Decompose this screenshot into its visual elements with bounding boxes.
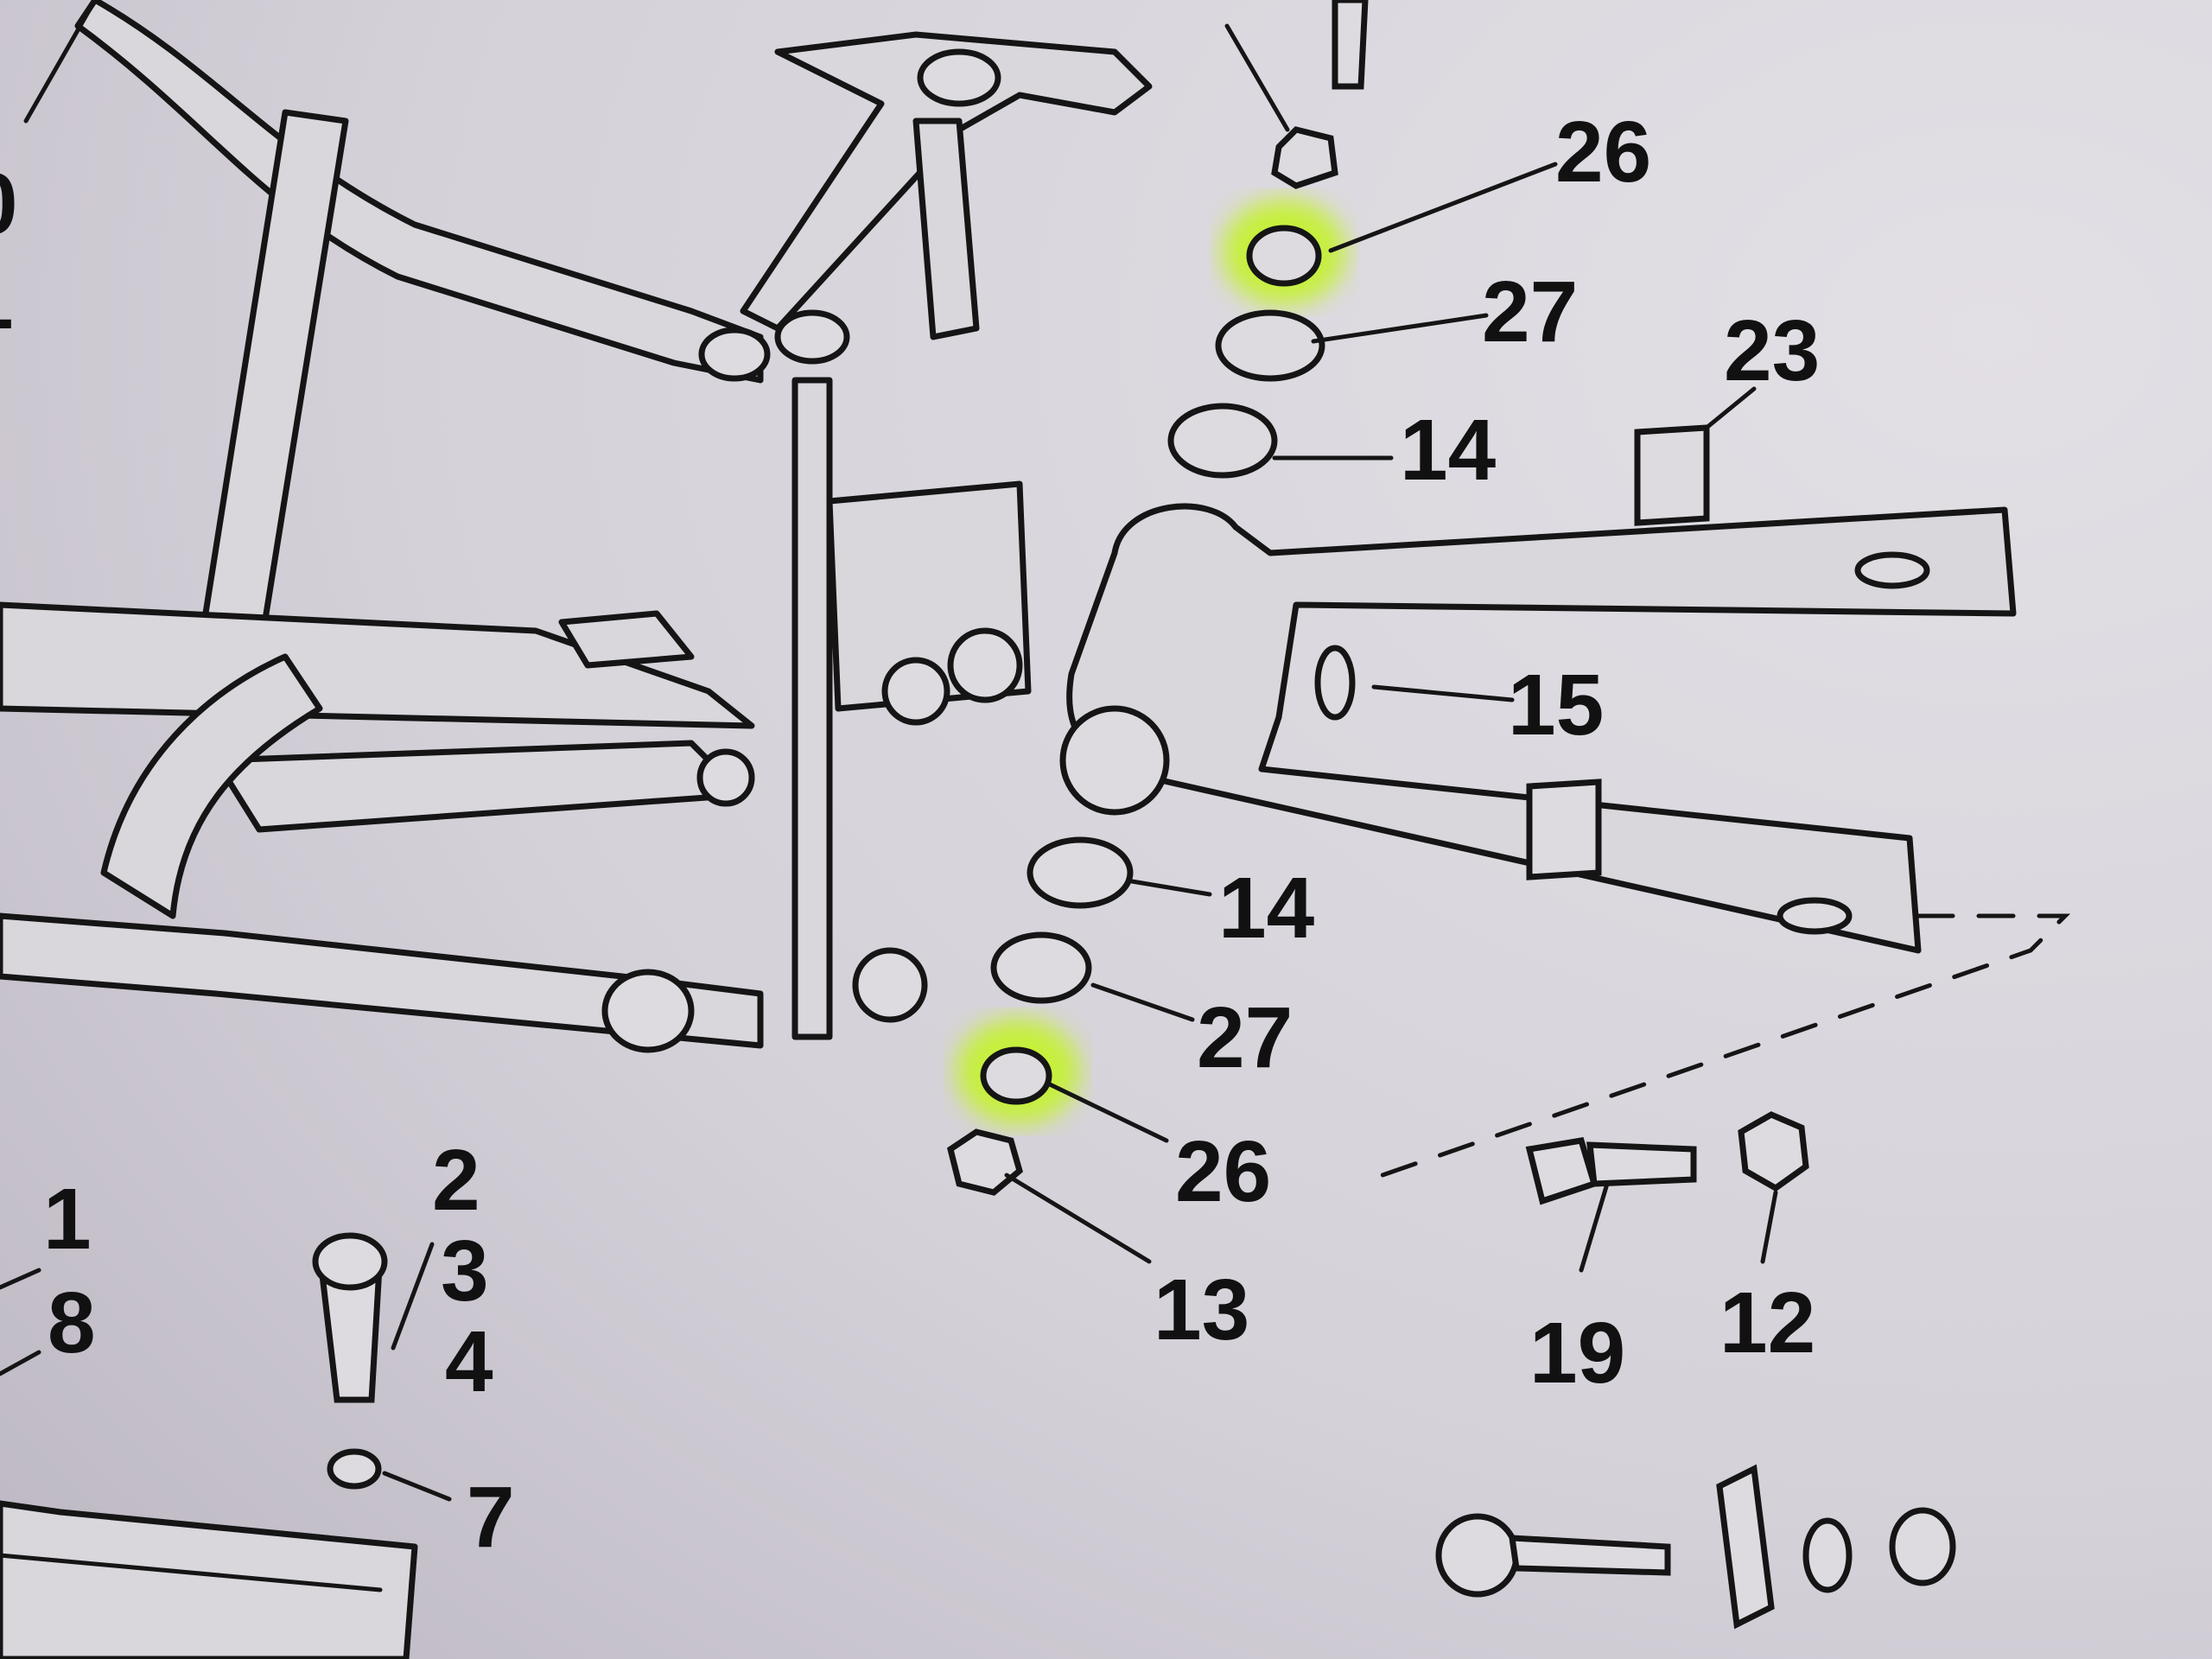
callout-1: 1: [43, 1171, 92, 1268]
washer-26-top: [1246, 225, 1322, 287]
swingarm: [1059, 424, 2071, 1178]
callout-4: 4: [445, 1313, 493, 1410]
edge-label-partial: 0: [0, 156, 18, 252]
callout-12: 12: [1719, 1274, 1815, 1371]
callout-15: 15: [1508, 657, 1604, 753]
callout-labels: 26 27 14 23 15 14 27 26 13 19 12 2 3 4 1…: [0, 104, 1820, 1566]
callout-3: 3: [441, 1223, 489, 1319]
callout-27-bottom: 27: [1197, 989, 1293, 1086]
callout-26-top: 26: [1555, 104, 1651, 200]
washer-26-bottom: [980, 1046, 1052, 1105]
motorcycle-frame: [0, 0, 1153, 1659]
callout-7: 7: [467, 1469, 515, 1566]
edge-label-partial: 1: [0, 251, 14, 347]
hardware-parts: [312, 0, 1956, 1630]
callout-8: 8: [48, 1274, 96, 1371]
callout-13: 13: [1154, 1262, 1249, 1358]
callout-27-top: 27: [1482, 264, 1578, 360]
leader-lines: [0, 0, 1778, 1502]
callout-2: 2: [432, 1132, 480, 1229]
callout-19: 19: [1529, 1305, 1625, 1402]
callout-26-bottom: 26: [1175, 1123, 1271, 1220]
callout-14-top: 14: [1400, 402, 1497, 499]
callout-14-bottom: 14: [1218, 860, 1315, 957]
callout-23: 23: [1724, 302, 1820, 399]
